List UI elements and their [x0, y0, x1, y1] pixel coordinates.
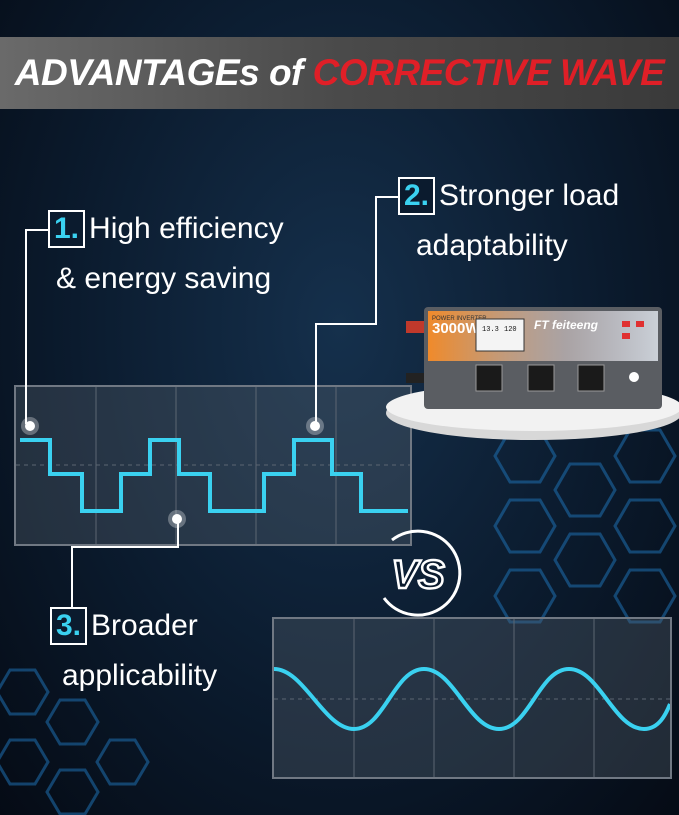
- banner-title-white: ADVANTAGEs of: [14, 52, 313, 93]
- callout-1-line1: High efficiency: [89, 212, 284, 245]
- callout-2-line2: adaptability: [416, 229, 568, 262]
- callout-3-line1: Broader: [91, 609, 198, 642]
- banner-title-red: CORRECTIVE WAVE: [312, 52, 665, 93]
- inverter-power: 3000W: [432, 320, 480, 337]
- vs-label: VS: [391, 553, 445, 597]
- hexagon-pattern-right: [493, 428, 677, 624]
- vs-emblem: VS: [382, 529, 462, 617]
- callout-2-line1: Stronger load: [439, 179, 620, 212]
- banner-title: ADVANTAGEs of CORRECTIVE WAVE: [0, 37, 679, 109]
- callout-broader-applicability: 3.Broader applicability: [50, 607, 217, 693]
- corrective-wave-line: [20, 438, 408, 513]
- corrective-wave-chart: [16, 387, 410, 544]
- wave-markers: [21, 417, 324, 528]
- inverter-brand: FT feiteeng: [534, 318, 599, 332]
- inverter-power-button: [629, 372, 639, 382]
- inverter-display: [475, 318, 525, 352]
- title-banner: ADVANTAGEs of CORRECTIVE WAVE: [0, 37, 679, 109]
- callout-1-line2: & energy saving: [56, 262, 272, 295]
- inverter-header: POWER INVERTER: [432, 316, 487, 322]
- callout-high-efficiency: 1.High efficiency & energy saving: [48, 210, 284, 296]
- hexagon-pattern-left: [0, 668, 150, 815]
- callout-number-1: 1.: [48, 210, 86, 248]
- inverter-product: 3000W POWER INVERTER 13.3 120 FT feiteen…: [386, 307, 679, 440]
- callout-3-line2: applicability: [62, 659, 218, 692]
- callout-number-2: 2.: [398, 177, 436, 215]
- callout-load-adaptability: 2.Stronger load adaptability: [398, 177, 619, 263]
- inverter-display-right: 120: [504, 326, 517, 334]
- sine-wave-panel: [272, 617, 672, 779]
- inverter-display-left: 13.3: [482, 326, 499, 334]
- corrective-wave-panel: [14, 385, 412, 546]
- ac-outlets: [475, 364, 605, 392]
- callout-number-3: 3.: [50, 607, 88, 645]
- sine-wave-line: [273, 666, 672, 732]
- sine-wave-chart: [273, 619, 672, 777]
